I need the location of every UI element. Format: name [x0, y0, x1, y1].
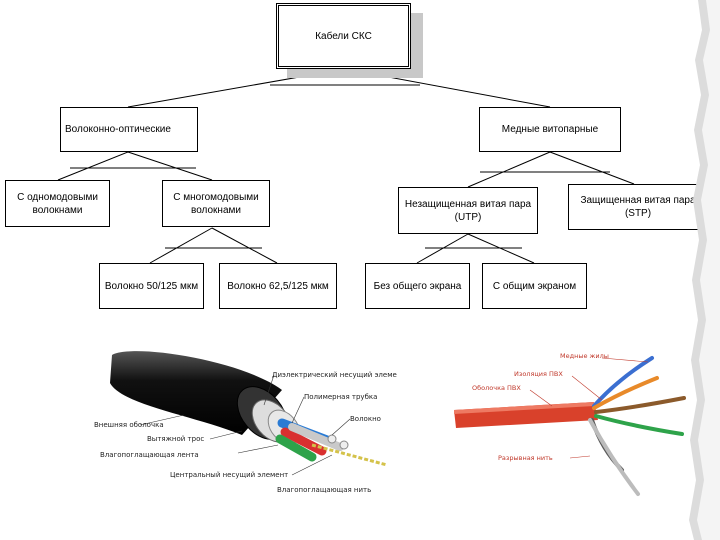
label-pvc-insulation: Изоляция ПВХ: [514, 370, 563, 378]
label-fiber: Волокно: [350, 415, 381, 423]
label-pull-cord: Вытяжной трос: [147, 435, 204, 443]
copper-node-label: Медные витопарные: [501, 124, 599, 135]
with-common-screen-node-label: С общим экраном: [492, 280, 577, 292]
single-mode-node: С одномодовыми волокнами: [5, 180, 110, 227]
label-water-thread: Влагопоглащающая нить: [277, 486, 371, 494]
multi-mode-node: С многомодовыми волокнами: [162, 180, 270, 227]
multi-mode-node-label: С многомодовыми волокнами: [173, 191, 259, 216]
label-water-tape: Влагопоглащающая лента: [100, 451, 199, 459]
connector-multi-50: [149, 227, 213, 264]
fiber-62-node-label: Волокно 62,5/125 мкм: [227, 280, 329, 292]
no-common-screen-node: Без общего экрана: [365, 263, 470, 309]
twisted-pairs: [588, 356, 686, 496]
label-pvc-sheath: Оболочка ПВХ: [472, 384, 521, 392]
label-outer-sheath: Внешняя оболочка: [94, 421, 164, 429]
connector-copper-utp: [467, 151, 551, 188]
single-mode-node-label: С одномодовыми волокнами: [17, 191, 98, 216]
root-node: Кабели СКС: [276, 3, 411, 69]
connector-fiber-single: [57, 151, 129, 181]
label-copper-wires: Медные жилы: [560, 352, 609, 360]
no-common-screen-node-label: Без общего экрана: [373, 280, 462, 292]
label-polymer-tube: Полимерная трубка: [304, 393, 377, 401]
fiber-62-node: Волокно 62,5/125 мкм: [219, 263, 337, 309]
fiber-50-node-label: Волокно 50/125 мкм: [104, 280, 199, 292]
with-common-screen-node: С общим экраном: [482, 263, 587, 309]
utp-node: Незащищенная витая пара (UTP): [398, 187, 538, 234]
connector-fiber-multi: [127, 151, 213, 181]
fiber-cable-illustration: Диэлектрический несущий элемент Полимерн…: [94, 351, 397, 494]
fiber-50-node: Волокно 50/125 мкм: [99, 263, 204, 309]
label-rip-cord: Разрывная нить: [498, 454, 553, 462]
utp-cable-illustration: Медные жилы Изоляция ПВХ Оболочка ПВХ Ра…: [454, 352, 686, 496]
label-dielectric: Диэлектрический несущий элемент: [272, 371, 397, 379]
connector-multi-62: [211, 227, 278, 264]
root-node-label: Кабели СКС: [315, 30, 372, 42]
fiber-node-label: Волоконно-оптические: [65, 124, 171, 135]
utp-node-label: Незащищенная витая пара (UTP): [404, 198, 532, 223]
stp-node-label: Защищенная витая пара (STP): [580, 195, 696, 219]
stp-node: Защищенная витая пара (STP): [568, 184, 708, 230]
colored-tubes: [275, 418, 344, 462]
copper-node: Медные витопарные: [479, 107, 621, 152]
label-central-member: Центральный несущий элемент: [170, 471, 288, 479]
torn-page-edge: [689, 0, 720, 540]
connector-copper-stp: [549, 151, 635, 185]
fiber-node: Волоконно-оптические: [60, 107, 198, 152]
